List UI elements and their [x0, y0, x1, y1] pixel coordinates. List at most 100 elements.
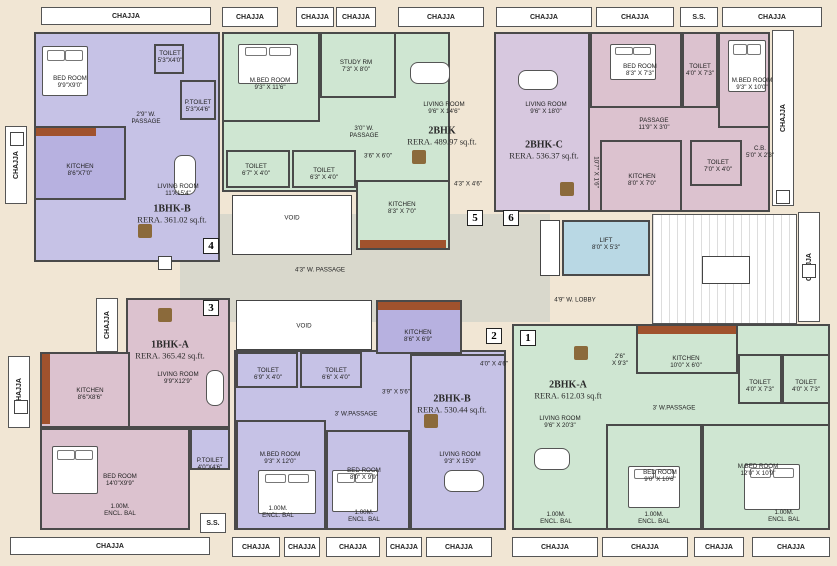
- sofa-icon: [444, 470, 484, 492]
- balcony1-label: 1.00M.ENCL. BAL: [262, 505, 294, 519]
- balcony2-label: 1.00M.ENCL. BAL: [348, 509, 380, 523]
- toilet-1bhk-b: [154, 44, 184, 74]
- unit-number-3: 3: [203, 300, 219, 316]
- balcony-label: 1.00M.ENCL. BAL: [104, 503, 136, 517]
- dining-table-icon: [574, 346, 588, 360]
- chajja-bottom-8: CHAJJA: [602, 537, 688, 557]
- chajja-bottom-6: CHAJJA: [426, 537, 492, 557]
- bed-icon: [728, 40, 766, 92]
- side-dim-label: 10'7" X 1'6": [592, 156, 600, 188]
- unit-number-1: 1: [520, 330, 536, 346]
- sofa-icon: [206, 370, 224, 406]
- chajja-bottom-7: CHAJJA: [512, 537, 598, 557]
- passage-label: 4'3" W. PASSAGE: [294, 266, 346, 274]
- chajja-bottom-5: CHAJJA: [386, 537, 422, 557]
- sofa-icon: [410, 62, 450, 84]
- ss-bottom: S.S.: [200, 513, 226, 533]
- passage-label-1: 3' W.PASSAGE: [652, 404, 696, 412]
- passage-label-2: 3' W.PASSAGE: [334, 410, 378, 418]
- toilet2-2bhk-a: [782, 354, 830, 404]
- passage-label-5: 3'0" W.PASSAGE: [349, 125, 379, 139]
- living-2bhk-c: [494, 32, 590, 212]
- bed-icon: [258, 470, 316, 514]
- window-icon: [14, 400, 28, 414]
- passage3-label-2: 4'0" X 4'6": [479, 360, 509, 368]
- kitchen-counter-1: [638, 326, 736, 334]
- passage2-label-2: 3'9" X 5'6": [381, 388, 411, 396]
- toilet1-2bhk-a: [738, 354, 782, 404]
- kitchen-counter-3: [42, 354, 50, 424]
- cb-label: C.B.5'0" X 2'3": [745, 145, 775, 159]
- window-icon: [10, 132, 24, 146]
- dining-table-icon: [424, 414, 438, 428]
- bed-icon: [238, 44, 298, 84]
- sofa-icon: [518, 70, 558, 90]
- chajja-top-6: CHAJJA: [496, 7, 592, 27]
- void-bottom: [236, 300, 372, 350]
- chajja-left-3: CHAJJA: [96, 298, 118, 352]
- kitchen-1bhk-a: [40, 352, 130, 428]
- void-top-label: VOID: [284, 214, 300, 222]
- chajja-bottom-9: CHAJJA: [694, 537, 744, 557]
- toilet-2bhk-c: [682, 32, 718, 108]
- living-2bhk-b: [410, 354, 506, 530]
- bed-icon: [332, 470, 378, 512]
- unit-number-4: 4: [203, 238, 219, 254]
- bed-icon: [42, 46, 88, 96]
- passage-label-4: 2'9" W.PASSAGE: [131, 111, 161, 125]
- bed-icon: [628, 466, 680, 508]
- chajja-top-5: CHAJJA: [398, 7, 484, 27]
- chajja-top-4: CHAJJA: [336, 7, 376, 27]
- unit-number-6: 6: [503, 210, 519, 226]
- chajja-top-2: CHAJJA: [222, 7, 278, 27]
- dining-table-icon: [560, 182, 574, 196]
- dim-label-1: 2'6"X 9'3": [611, 353, 629, 367]
- kitchen-counter-2: [378, 302, 460, 310]
- toilet2-2bhk-b: [300, 352, 362, 388]
- kitchen-2bhk: [356, 180, 450, 250]
- balcony1-label: 1.00M.ENCL. BAL: [540, 511, 572, 525]
- dining-table-icon: [138, 224, 152, 238]
- balcony3-label: 1.00M.ENCL. BAL: [768, 509, 800, 523]
- bed-icon: [52, 446, 98, 494]
- dining-table-icon: [412, 150, 426, 164]
- sofa-icon: [534, 448, 570, 470]
- passage3-label-5: 4'3" X 4'6": [453, 180, 483, 188]
- chajja-top-3: CHAJJA: [296, 7, 334, 27]
- window-icon: [776, 190, 790, 204]
- void-top: [232, 195, 352, 255]
- lift-shaft: [540, 220, 560, 276]
- chajja-left-4: CHAJJA: [8, 356, 30, 428]
- bed-icon: [610, 44, 656, 80]
- window-icon: [802, 264, 816, 278]
- window-icon: [158, 256, 172, 270]
- chajja-bottom-10: CHAJJA: [752, 537, 830, 557]
